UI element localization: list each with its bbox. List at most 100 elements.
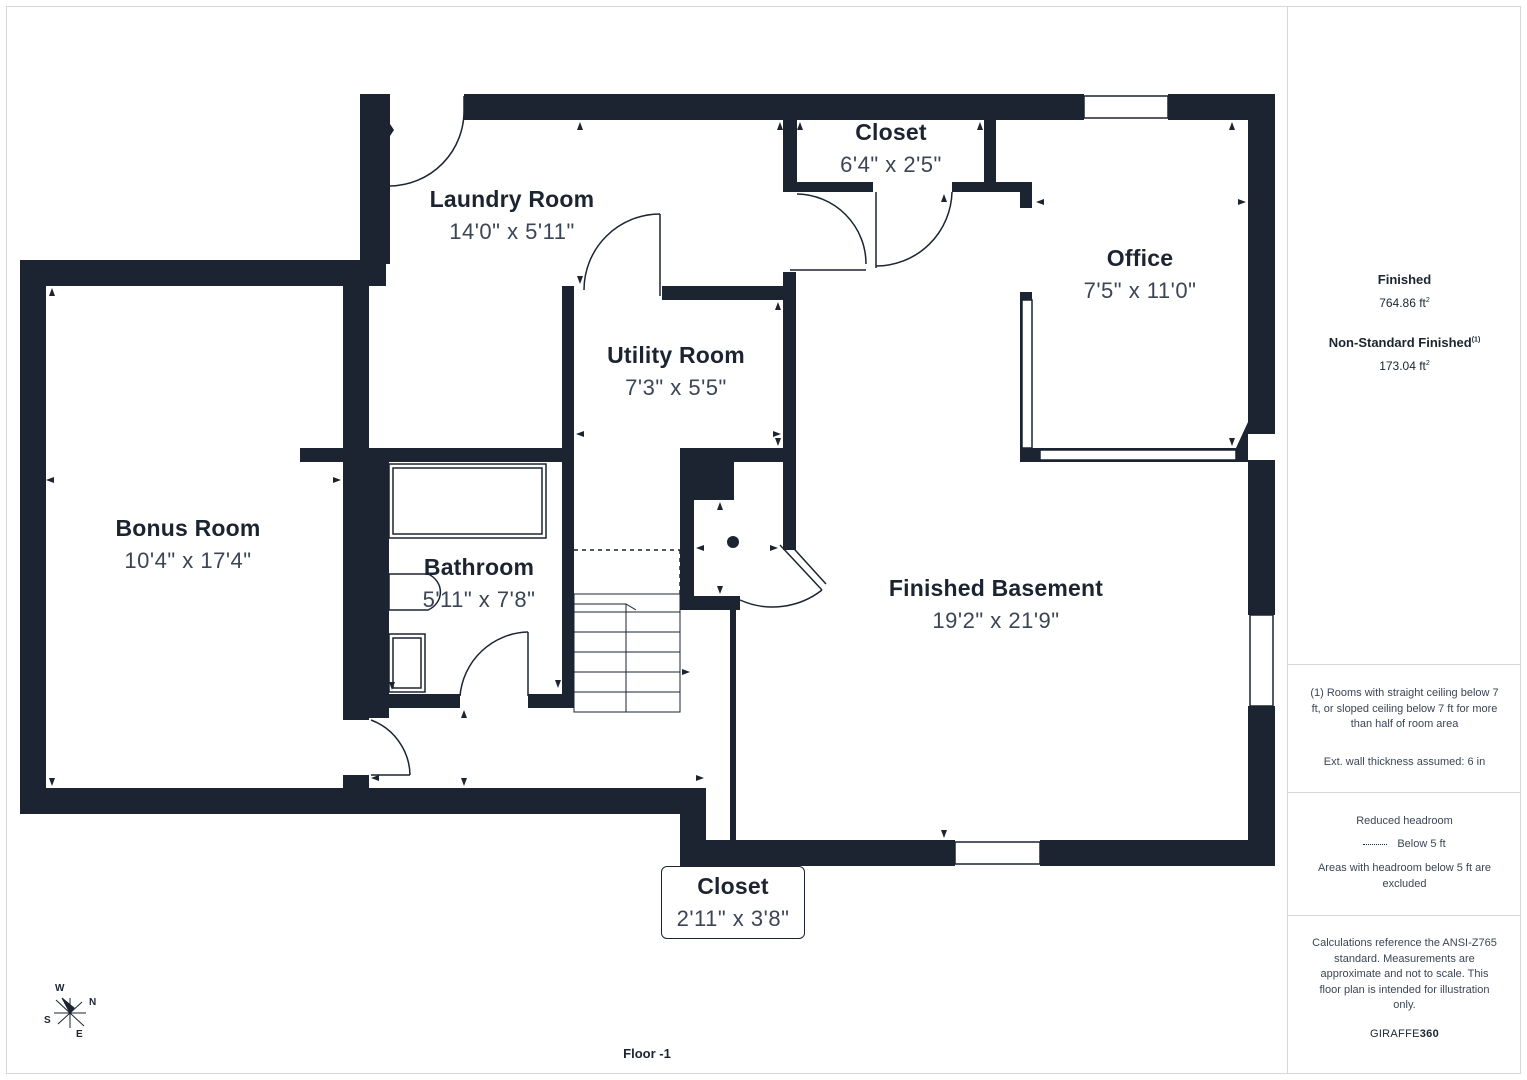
wall: [562, 286, 574, 708]
room-laundry: Laundry Room 14'0" x 5'11": [430, 186, 595, 245]
headroom-legend-row: Below 5 ft: [1288, 837, 1521, 852]
wall: [343, 775, 369, 814]
nonstandard-value: 173.04 ft2: [1379, 359, 1430, 373]
wall: [343, 260, 369, 720]
headroom-note: Areas with headroom below 5 ft are exclu…: [1317, 862, 1492, 890]
wall: [680, 448, 796, 462]
bathtub: [388, 463, 547, 539]
room-bonus-name: Bonus Room: [115, 515, 261, 541]
calculation-note: Calculations reference the ANSI-Z765 sta…: [1288, 936, 1521, 1040]
wall: [783, 272, 796, 550]
wall: [386, 694, 460, 708]
room-utility-name: Utility Room: [607, 342, 745, 368]
wall: [952, 182, 1032, 192]
room-basement-dim: 19'2" x 21'9": [932, 608, 1060, 633]
wall: [369, 448, 389, 718]
wall: [730, 596, 736, 840]
room-utility-dim: 7'3" x 5'5": [625, 375, 727, 400]
room-utility: Utility Room 7'3" x 5'5": [607, 342, 745, 401]
wall: [984, 120, 996, 182]
closet-bottom-box: [661, 866, 805, 939]
nonstandard-area: Non-Standard Finished(1) 173.04 ft2: [1288, 335, 1521, 373]
stairs: [573, 593, 681, 713]
compass-w: W: [55, 983, 65, 994]
compass-icon: [54, 997, 86, 1028]
dotted-line-icon: [1363, 843, 1388, 845]
room-office-dim: 7'5" x 11'0": [1083, 278, 1197, 303]
room-bonus: Bonus Room 10'4" x 17'4": [115, 515, 260, 574]
room-bathroom-dim: 5'11" x 7'8": [422, 587, 536, 612]
room-closet-top: Closet 6'4" x 2'5": [840, 119, 942, 178]
finished-area: Finished 764.86 ft2: [1288, 272, 1521, 310]
wall: [360, 94, 386, 264]
door-swing: [583, 213, 661, 291]
room-basement-name: Finished Basement: [888, 575, 1104, 601]
window: [1249, 614, 1274, 707]
wall: [1236, 422, 1248, 462]
wall: [680, 448, 694, 610]
room-closet-top-dim: 6'4" x 2'5": [840, 152, 942, 177]
window: [1039, 449, 1237, 461]
toilet: [388, 573, 442, 611]
wall: [386, 448, 574, 462]
floor-label: Floor -1: [623, 1046, 671, 1061]
room-basement: Finished Basement 19'2" x 21'9": [889, 575, 1103, 634]
nonstandard-footnote: (1) Rooms with straight ceiling below 7 …: [1310, 687, 1499, 730]
headroom-title: Reduced headroom: [1356, 815, 1453, 827]
window: [1083, 95, 1169, 119]
room-closet-top-name: Closet: [855, 119, 927, 145]
brand-logo: GIRAFFE360: [1369, 1027, 1440, 1040]
room-laundry-dim: 14'0" x 5'11": [449, 219, 575, 244]
door-swing: [370, 719, 411, 776]
wall-thickness-note: Ext. wall thickness assumed: 6 in: [1323, 755, 1486, 768]
compass-e: E: [76, 1029, 83, 1040]
wall: [300, 448, 386, 462]
wall: [464, 94, 1084, 120]
nonstandard-note: (1) Rooms with straight ceiling below 7 …: [1288, 686, 1521, 770]
wall: [662, 286, 796, 300]
wall: [1248, 94, 1275, 434]
divider: [1288, 915, 1521, 916]
room-closet-bottom: Closet 2'11" x 3'8": [677, 873, 790, 932]
divider: [1288, 792, 1521, 793]
wall: [783, 120, 797, 192]
finished-value: 764.86 ft2: [1379, 296, 1430, 310]
door-swing: [875, 191, 953, 267]
room-laundry-name: Laundry Room: [429, 186, 595, 212]
window: [1021, 299, 1033, 449]
nonstandard-title: Non-Standard Finished(1): [1328, 335, 1481, 350]
wall: [20, 260, 386, 286]
headroom-legend: Reduced headroom Below 5 ft Areas with h…: [1288, 814, 1521, 892]
door-swing: [796, 193, 867, 265]
wall: [1248, 706, 1275, 866]
room-office: Office 7'5" x 11'0": [1084, 245, 1197, 304]
wall: [694, 462, 734, 500]
room-office-name: Office: [1106, 245, 1174, 271]
wall: [20, 260, 46, 814]
wall: [1248, 460, 1275, 615]
door-swing: [739, 589, 823, 608]
door-swing: [459, 631, 529, 697]
room-closet-bottom-dim: 2'11" x 3'8": [676, 906, 790, 931]
page-frame: [6, 6, 1521, 1074]
compass-s: S: [44, 1015, 51, 1026]
wall: [528, 694, 574, 708]
room-bathroom-name: Bathroom: [423, 554, 535, 580]
wall: [797, 182, 873, 192]
sink: [388, 633, 426, 693]
wall: [1020, 182, 1032, 208]
sidebar: Finished 764.86 ft2 Non-Standard Finishe…: [1287, 6, 1521, 1074]
pole: [727, 536, 739, 548]
window: [954, 841, 1041, 865]
room-closet-bottom-name: Closet: [697, 873, 769, 899]
wall: [1040, 840, 1275, 866]
floor-plan-walls: [20, 94, 1275, 1028]
divider: [1288, 664, 1521, 665]
calculation-text: Calculations reference the ANSI-Z765 sta…: [1312, 937, 1497, 1011]
door-swing: [389, 109, 465, 187]
wall: [386, 94, 390, 264]
wall: [680, 596, 740, 610]
room-bonus-dim: 10'4" x 17'4": [124, 548, 252, 573]
room-bathroom: Bathroom 5'11" x 7'8": [423, 554, 536, 613]
floor-plan: Laundry Room 14'0" x 5'11" Closet 6'4" x…: [20, 94, 1275, 1061]
